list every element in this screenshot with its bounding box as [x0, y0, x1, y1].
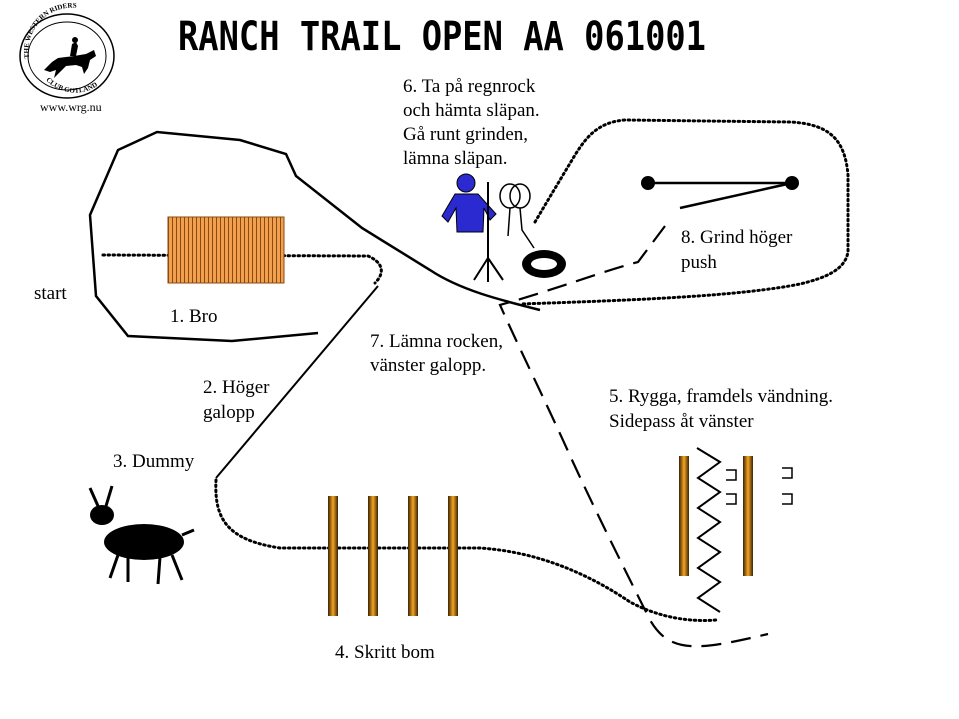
- label-start: start: [34, 283, 67, 304]
- label-grind-line2: push: [681, 252, 717, 273]
- rope-icon: [499, 183, 535, 249]
- pole-6: [743, 456, 753, 576]
- course-path-dotted-right: [518, 118, 850, 306]
- person-raincoat-icon: [441, 173, 504, 282]
- course-path-solid-loop: [88, 130, 541, 343]
- label-rygga-line2: Sidepass åt vänster: [609, 411, 754, 432]
- backup-sidepass-obstacle: [679, 447, 793, 613]
- pole-4: [448, 496, 458, 616]
- label-hoger-galopp-line2: galopp: [203, 402, 255, 423]
- label-hoger-galopp-line1: 2. Höger: [203, 377, 270, 398]
- label-grind-line1: 8. Grind höger: [681, 227, 793, 248]
- zigzag-backup-track: [696, 447, 722, 613]
- label-regnrock-line2: och hämta släpan.: [403, 100, 540, 121]
- page-title: RANCH TRAIL OPEN AA 061001: [178, 14, 706, 60]
- course-path-solid-diagonal: [215, 285, 379, 479]
- horse-rider-icon: [44, 37, 96, 78]
- hoof-prints: [726, 467, 793, 505]
- label-regnrock-line1: 6. Ta på regnrock: [403, 76, 536, 97]
- label-skritt-bom: 4. Skritt bom: [335, 642, 435, 663]
- course-path-dotted-start: [101, 253, 383, 285]
- course-path-dotted-bottom: [214, 478, 718, 622]
- label-regnrock-line3: Gå runt grinden,: [403, 124, 528, 145]
- tire-icon: [522, 250, 566, 278]
- label-lamna-rocken-line1: 7. Lämna rocken,: [370, 331, 503, 352]
- dummy-cow-icon: [88, 485, 195, 585]
- label-lamna-rocken-line2: vänster galopp.: [370, 355, 486, 376]
- walk-over-poles: [328, 496, 458, 616]
- label-bro: 1. Bro: [170, 306, 218, 327]
- bridge-obstacle: [167, 216, 285, 284]
- label-dummy: 3. Dummy: [113, 451, 195, 472]
- pole-3: [408, 496, 418, 616]
- club-logo: THE WESTERN RIDERS CLUB GOTLAND www.wrg.…: [19, 1, 115, 114]
- label-rygga-line1: 5. Rygga, framdels vändning.: [609, 386, 833, 407]
- pole-2: [368, 496, 378, 616]
- label-regnrock-line4: lämna släpan.: [403, 148, 507, 169]
- pole-5: [679, 456, 689, 576]
- pole-1: [328, 496, 338, 616]
- logo-website: www.wrg.nu: [40, 100, 102, 114]
- course-path-dashed: [498, 225, 769, 648]
- gate-obstacle: [641, 176, 799, 210]
